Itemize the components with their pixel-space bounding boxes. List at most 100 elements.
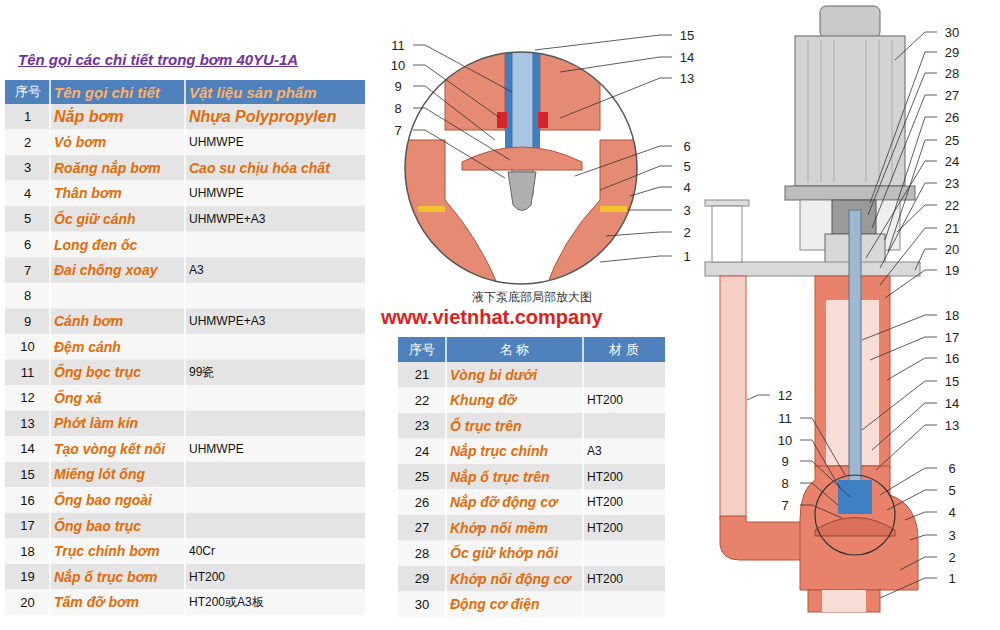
callout-number: 22 (940, 196, 964, 214)
row-number: 11 (5, 360, 50, 386)
callout-number: 23 (940, 174, 964, 192)
impeller (462, 147, 582, 170)
leader-line (895, 32, 937, 60)
material: HT200 (583, 490, 665, 516)
leader-line (900, 557, 937, 570)
row-number: 22 (398, 388, 446, 414)
callout-number: 7 (773, 496, 797, 514)
motor-base (785, 186, 915, 200)
row-number: 10 (5, 334, 50, 360)
row-number: 27 (398, 515, 446, 541)
row-number: 5 (5, 206, 50, 232)
row-stripe (398, 439, 665, 465)
table-background (5, 80, 665, 617)
discharge-pipe (720, 276, 746, 518)
row-number: 15 (5, 462, 50, 488)
leader-line (606, 232, 672, 236)
detail-view (400, 45, 645, 295)
figure-caption: 液下泵底部局部放大图 (432, 289, 632, 305)
row-number: 13 (5, 411, 50, 437)
leader-line (880, 183, 937, 268)
row-stripe (398, 592, 665, 618)
seal (497, 112, 507, 128)
inlet (808, 590, 880, 612)
leader-line (885, 270, 937, 298)
gasket (418, 206, 445, 212)
leader-line (575, 146, 672, 176)
pump-drawing (705, 6, 920, 612)
leader-line (628, 210, 672, 211)
row-stripe (398, 541, 665, 567)
callout-number: 25 (940, 131, 964, 149)
seal (538, 112, 548, 128)
outlet-flange (705, 200, 749, 206)
row-number: 2 (5, 130, 50, 156)
material: UHMWPE+A3 (185, 206, 365, 232)
leader-line (800, 461, 850, 497)
leader-line (862, 381, 937, 430)
row-stripe (398, 464, 665, 490)
callout-number: 13 (675, 69, 699, 87)
part-name: Trục chính bơm (50, 538, 185, 564)
row-number: 12 (5, 385, 50, 411)
leader-line (866, 161, 937, 258)
shaft (849, 210, 861, 510)
leader-line (880, 468, 937, 495)
row-number: 14 (5, 436, 50, 462)
leader-line (600, 256, 672, 262)
callout-number: 6 (940, 459, 964, 477)
callout-number: 2 (675, 223, 699, 241)
callout-number: 1 (940, 569, 964, 587)
title: Tên gọi các chi tiết trong bơm 40YU-1A (18, 48, 298, 70)
callout-number: 26 (940, 108, 964, 126)
part-name: Ống bao ngoài (50, 487, 185, 513)
casing (545, 140, 645, 290)
leader-line (872, 403, 937, 450)
callout-number: 8 (773, 474, 797, 492)
part-name: Long đen ốc (50, 232, 185, 258)
material: HT200 (583, 464, 665, 490)
leader-line (560, 78, 672, 118)
part-name: Ống bọc trục (50, 360, 185, 386)
callout-number: 1 (675, 247, 699, 265)
callout-number: 5 (940, 481, 964, 499)
detail-mark (815, 475, 895, 555)
motor-fins (808, 40, 892, 182)
column-header: 名 称 (446, 337, 583, 362)
row-number: 7 (5, 257, 50, 283)
leader-line (862, 315, 937, 340)
callout-number: 13 (940, 416, 964, 434)
row-number: 1 (5, 104, 50, 130)
column-header: 序号 (5, 80, 50, 104)
leader-line (600, 166, 672, 190)
callout-number: 9 (773, 452, 797, 470)
leader-line (880, 228, 937, 285)
elbow (720, 516, 802, 560)
row-number: 6 (5, 232, 50, 258)
material: HT200 (185, 564, 365, 590)
material: UHMWPE (185, 181, 365, 207)
part-name: Nắp bơm (50, 104, 185, 130)
base-plate (705, 262, 920, 276)
callout-number: 7 (386, 121, 410, 139)
leader-line (888, 140, 937, 252)
leader-line (747, 395, 770, 400)
leader-line (887, 358, 937, 380)
callout-number: 16 (940, 349, 964, 367)
callout-number: 14 (940, 394, 964, 412)
row-stripe (398, 388, 665, 414)
column-rule (582, 337, 584, 617)
callout-number: 15 (675, 26, 699, 44)
callout-number: 29 (940, 43, 964, 61)
leader-line (915, 249, 937, 270)
callout-number: 8 (386, 99, 410, 117)
leader-line (800, 418, 845, 475)
shaft-sleeve (838, 480, 872, 514)
material: HT200 (583, 388, 665, 414)
material: HT200 (583, 515, 665, 541)
leader-line (800, 440, 840, 488)
upper-housing (540, 45, 600, 130)
row-number: 8 (5, 283, 50, 309)
row-number: 29 (398, 566, 446, 592)
impeller (815, 518, 895, 537)
